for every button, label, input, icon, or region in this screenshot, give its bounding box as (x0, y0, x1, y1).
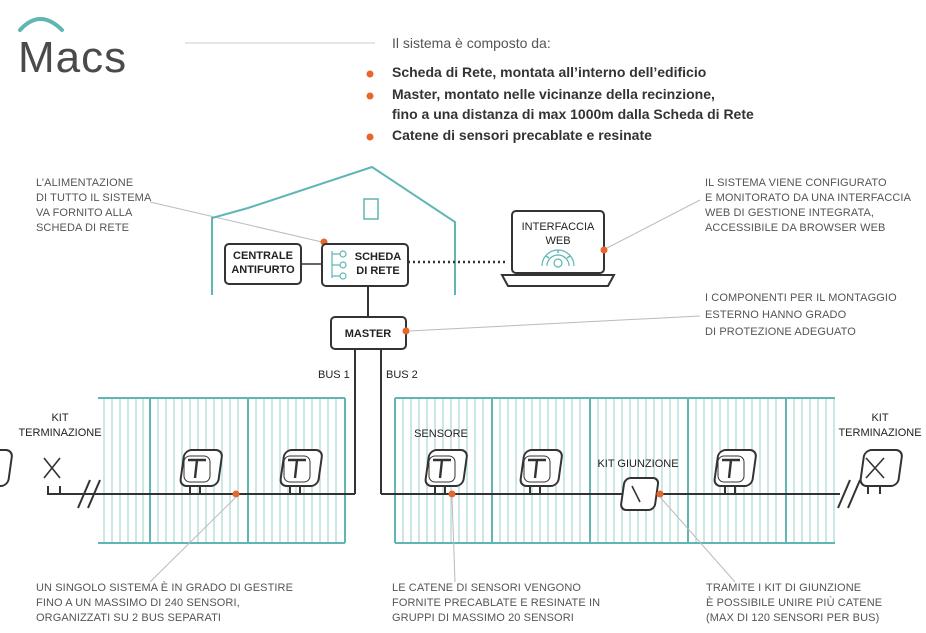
kit-term-right-label: KIT (871, 412, 888, 424)
callout-dot (402, 327, 410, 335)
svg-text:ACCESSIBILE DA BROWSER WEB: ACCESSIBILE DA BROWSER WEB (705, 222, 885, 234)
leader-line (606, 199, 701, 249)
svg-text:È POSSIBILE UNIRE PIÙ CATENE: È POSSIBILE UNIRE PIÙ CATENE (706, 596, 882, 609)
network-icon (331, 250, 347, 280)
svg-text:VA FORNITO ALLA: VA FORNITO ALLA (36, 207, 133, 219)
bus-2-cable (381, 486, 881, 495)
kit-giunzione-label: KIT GIUNZIONE (597, 458, 678, 470)
svg-text:I COMPONENTI PER IL MONTAGGIO: I COMPONENTI PER IL MONTAGGIO (705, 292, 897, 304)
svg-text:SCHEDA DI RETE: SCHEDA DI RETE (36, 222, 129, 234)
kit-term-left-label-2: TERMINAZIONE (18, 427, 101, 439)
note-capacity: UN SINGOLO SISTEMA È IN GRADO DI GESTIRE… (36, 581, 293, 624)
intro-bullet-2b: fino a una distanza di max 1000m dalla S… (392, 106, 754, 122)
bullet-dot (366, 92, 374, 100)
svg-text:DI TUTTO IL SISTEMA: DI TUTTO IL SISTEMA (36, 192, 152, 204)
terminator-right-icon (859, 449, 903, 487)
svg-text:LE CATENE DI SENSORI VENGONO: LE CATENE DI SENSORI VENGONO (392, 582, 581, 594)
svg-text:(MAX DI 120 SENSORI PER BUS): (MAX DI 120 SENSORI PER BUS) (706, 612, 879, 624)
callout-dot (232, 490, 240, 498)
leader-line (149, 201, 323, 243)
bus-1-label: BUS 1 (318, 369, 350, 381)
leader-line (408, 315, 701, 332)
leader-line (659, 496, 736, 583)
svg-text:ESTERNO HANNO GRADO: ESTERNO HANNO GRADO (705, 309, 847, 321)
leader-line (451, 496, 456, 583)
svg-text:FORNITE PRECABLATE E RESINATE: FORNITE PRECABLATE E RESINATE IN (392, 597, 600, 609)
svg-text:UN SINGOLO SISTEMA È IN GRADO: UN SINGOLO SISTEMA È IN GRADO DI GESTIRE (36, 581, 293, 594)
scheda-di-rete-box (321, 243, 409, 287)
gear-icon (541, 249, 575, 268)
bullet-dot (366, 70, 374, 78)
callout-dot (448, 490, 456, 498)
logo-arc-icon (18, 17, 64, 32)
building-outline (211, 165, 456, 295)
intro-bullet-2: Master, montato nelle vicinanze della re… (392, 86, 715, 102)
svg-text:IL SISTEMA VIENE CONFIGURATO: IL SISTEMA VIENE CONFIGURATO (705, 177, 887, 189)
svg-text:TRAMITE I KIT DI GIUNZIONE: TRAMITE I KIT DI GIUNZIONE (706, 582, 861, 594)
fence-left (98, 397, 346, 544)
sensor-icon (713, 449, 757, 487)
macs-logo: Macs (18, 17, 127, 82)
intro-bullet-1: Scheda di Rete, montata all’interno dell… (392, 64, 706, 80)
centrale-label: CENTRALE (233, 250, 293, 262)
kit-term-left-label: KIT (51, 412, 68, 424)
sensor-icon (279, 449, 323, 487)
callout-dot (656, 490, 664, 498)
svg-text:E MONITORATO DA UNA INTERFACCI: E MONITORATO DA UNA INTERFACCIA (705, 192, 912, 204)
kit-term-right-label-2: TERMINAZIONE (838, 427, 921, 439)
note-chains: LE CATENE DI SENSORI VENGONO FORNITE PRE… (392, 582, 600, 624)
interfaccia-label: INTERFACCIA (522, 221, 595, 233)
svg-text:ORGANIZZATI SU 2 BUS SEPARATI: ORGANIZZATI SU 2 BUS SEPARATI (36, 612, 221, 624)
svg-text:WEB DI GESTIONE INTEGRATA,: WEB DI GESTIONE INTEGRATA, (705, 207, 874, 219)
scheda-label: SCHEDA (355, 251, 402, 263)
note-components: I COMPONENTI PER IL MONTAGGIO ESTERNO HA… (705, 292, 897, 338)
sensor-icon (424, 449, 468, 487)
master-label: MASTER (345, 328, 392, 340)
note-power: L’ALIMENTAZIONE DI TUTTO IL SISTEMA VA F… (36, 177, 152, 234)
intro-bullet-3: Catene di sensori precablate e resinate (392, 127, 652, 143)
laptop-icon (500, 210, 616, 287)
svg-text:FINO A UN MASSIMO DI 240 SENSO: FINO A UN MASSIMO DI 240 SENSORI, (36, 597, 240, 609)
callout-dot (600, 246, 608, 254)
svg-text:L’ALIMENTAZIONE: L’ALIMENTAZIONE (36, 177, 133, 189)
cable-break-icon (837, 479, 861, 509)
svg-text:DI PROTEZIONE ADEGUATO: DI PROTEZIONE ADEGUATO (705, 326, 856, 338)
terminator-left-icon (0, 449, 61, 487)
note-junction: TRAMITE I KIT DI GIUNZIONE È POSSIBILE U… (706, 582, 882, 624)
logo-text: Macs (18, 33, 127, 82)
note-config: IL SISTEMA VIENE CONFIGURATO E MONITORAT… (705, 177, 912, 234)
bullet-dot (366, 133, 374, 141)
bus-2-label: BUS 2 (386, 369, 418, 381)
junction-kit-icon (620, 477, 660, 511)
sensore-label: SENSORE (414, 428, 468, 440)
leader-line (149, 496, 237, 583)
sensor-icon (519, 449, 563, 487)
intro-heading: Il sistema è composto da: (392, 35, 551, 51)
centrale-label-2: ANTIFURTO (231, 264, 295, 276)
svg-text:GRUPPI DI MASSIMO 20 SENSORI: GRUPPI DI MASSIMO 20 SENSORI (392, 612, 574, 624)
sensor-icon (179, 449, 223, 487)
cable-break-icon (77, 479, 101, 509)
building-window (363, 198, 379, 220)
interfaccia-label-2: WEB (545, 235, 570, 247)
scheda-label-2: DI RETE (356, 265, 399, 277)
